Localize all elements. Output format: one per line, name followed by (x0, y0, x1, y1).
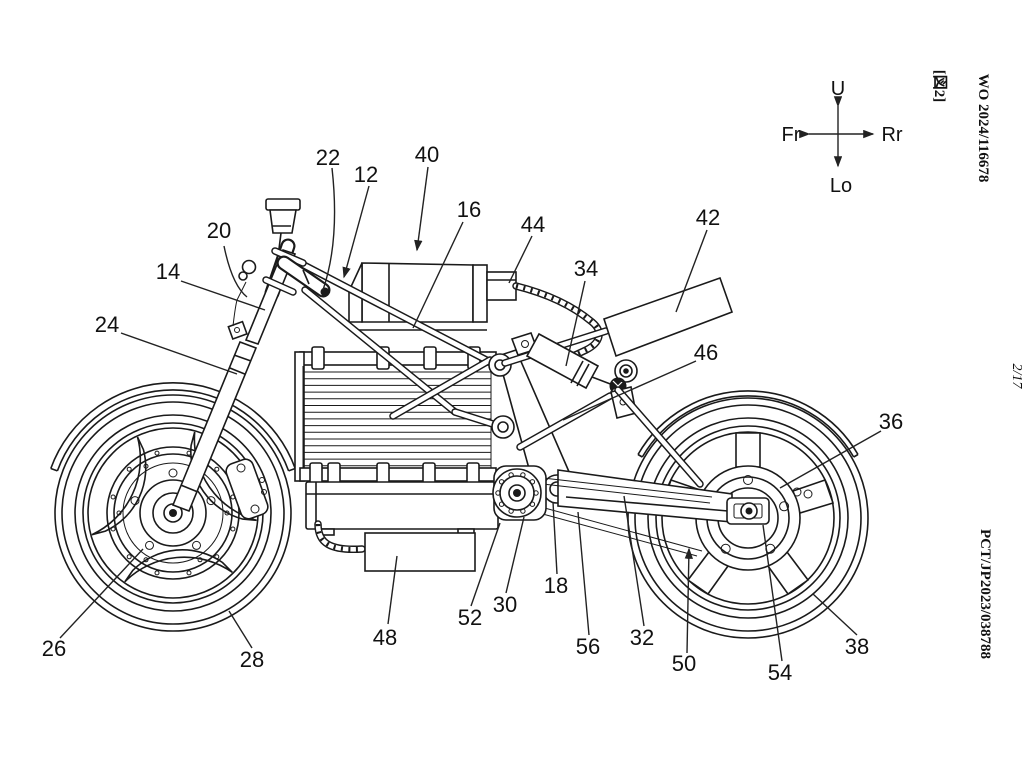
charge-connector (486, 271, 517, 301)
ref-label-22: 22 (316, 145, 340, 170)
brake-reservoir-lid (265, 198, 301, 211)
ref-label-34: 34 (574, 256, 598, 281)
figure-label: [図2] (931, 70, 948, 103)
drive-chain (527, 476, 713, 557)
ref-label-16: 16 (457, 197, 481, 222)
margin-annotations: [図2] WO 2024/116678 2/17 PCT/JP2023/0387… (931, 70, 1024, 659)
rear-shock (510, 332, 638, 419)
ref-label-26: 26 (42, 636, 66, 661)
rear-axle-block (726, 497, 770, 525)
sheet-number: 2/17 (1009, 364, 1024, 390)
ref-label-20: 20 (207, 218, 231, 243)
ref-label-48: 48 (373, 625, 397, 650)
ref-label-32: 32 (630, 625, 654, 650)
leader-lines (59, 166, 882, 662)
ref-label-30: 30 (493, 592, 517, 617)
ref-label-56: 56 (576, 634, 600, 659)
ref-label-52: 52 (458, 605, 482, 630)
shock-reservoir (614, 359, 638, 383)
drive-sprocket (492, 465, 547, 521)
application-number: PCT/JP2023/038788 (977, 529, 993, 659)
ref-label-36: 36 (879, 409, 903, 434)
front-brake-caliper (225, 458, 269, 520)
ref-label-14: 14 (156, 259, 180, 284)
heat-sink (294, 346, 497, 486)
coolant-hose (314, 520, 366, 554)
ref-label-38: 38 (845, 634, 869, 659)
ref-label-40: 40 (415, 142, 439, 167)
compass-up-label: U (831, 78, 845, 100)
tail-section (602, 276, 734, 358)
ref-label-12: 12 (354, 162, 378, 187)
ref-label-42: 42 (696, 205, 720, 230)
orientation-compass: U Fr Rr Lo (782, 78, 903, 197)
ref-label-44: 44 (521, 212, 545, 237)
compass-front-label: Fr (782, 124, 801, 146)
publication-number: WO 2024/116678 (975, 74, 991, 183)
under-box (364, 532, 476, 572)
compass-down-label: Lo (830, 175, 852, 197)
compass-rear-label: Rr (881, 124, 902, 146)
ref-label-28: 28 (240, 647, 264, 672)
ref-label-18: 18 (544, 573, 568, 598)
handlebar-assembly (232, 198, 331, 327)
front-fender (50, 382, 296, 472)
motor-unit (305, 481, 499, 536)
brake-reservoir (269, 209, 297, 234)
front-brake-disc (106, 446, 240, 580)
ref-label-24: 24 (95, 312, 119, 337)
ref-label-50: 50 (672, 651, 696, 676)
battery-case (348, 262, 517, 331)
ref-label-46: 46 (694, 340, 718, 365)
ref-label-54: 54 (768, 660, 792, 685)
rear-fender (637, 390, 859, 458)
reference-labels: 12 14 16 18 20 22 24 26 28 30 32 34 36 3… (42, 142, 903, 685)
